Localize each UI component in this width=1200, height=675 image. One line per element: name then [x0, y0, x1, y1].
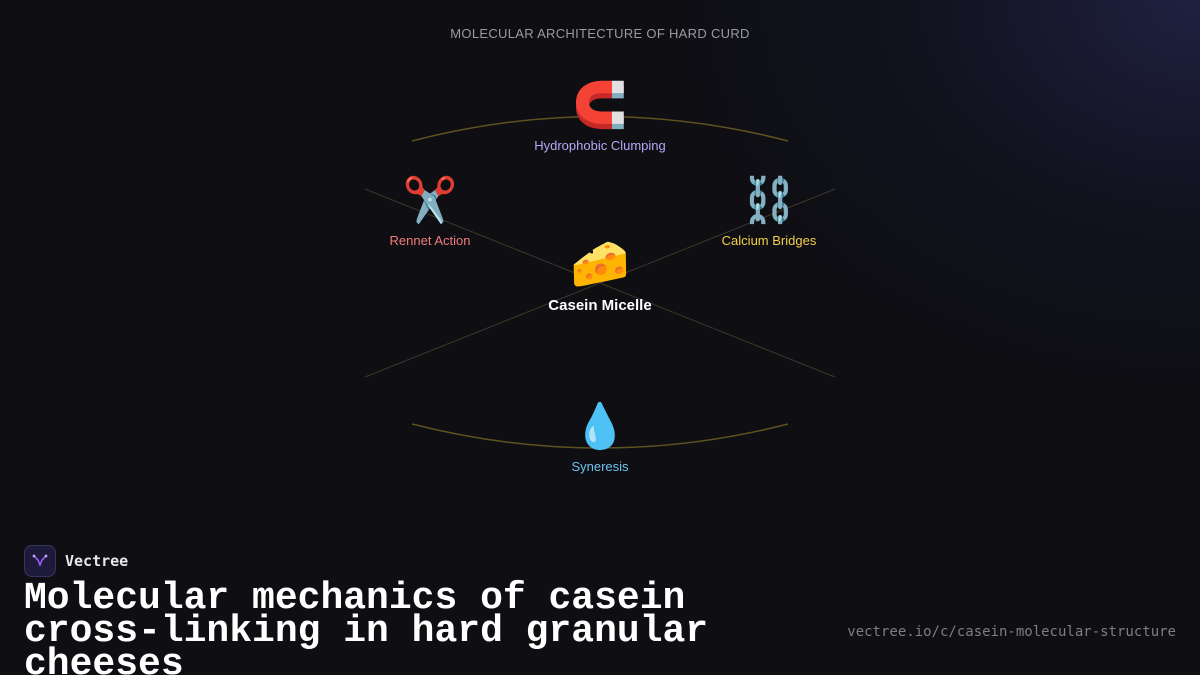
chain-icon: ⛓️	[741, 176, 797, 225]
node-rennet-action: ✂️ Rennet Action	[320, 175, 540, 248]
source-url[interactable]: vectree.io/c/casein-molecular-structure	[847, 624, 1176, 640]
node-label: Syneresis	[571, 459, 629, 474]
node-hydrophobic-clumping: 🧲 Hydrophobic Clumping	[490, 80, 710, 153]
node-label: Hydrophobic Clumping	[534, 138, 666, 153]
center-label: Casein Micelle	[548, 297, 652, 314]
arc-bottom	[411, 423, 789, 449]
cheese-icon: 🧀	[570, 238, 630, 291]
droplet-icon: 💧	[572, 402, 628, 451]
node-syneresis: 💧 Syneresis	[490, 401, 710, 474]
scissors-icon: ✂️	[402, 176, 458, 225]
node-label: Calcium Bridges	[721, 233, 817, 248]
cross-line-b	[364, 188, 836, 378]
node-label: Rennet Action	[389, 233, 471, 248]
brand-name: Vectree	[65, 552, 129, 570]
vectree-logo-icon	[24, 545, 56, 577]
magnet-icon: 🧲	[572, 81, 628, 130]
headline: Molecular mechanics of casein cross-link…	[24, 577, 709, 675]
node-casein-micelle: 🧀 Casein Micelle	[490, 237, 710, 314]
diagram-title: MOLECULAR ARCHITECTURE OF HARD CURD	[450, 26, 750, 41]
brand[interactable]: Vectree	[24, 544, 128, 578]
arc-top	[411, 115, 789, 142]
node-calcium-bridges: ⛓️ Calcium Bridges	[659, 175, 879, 248]
